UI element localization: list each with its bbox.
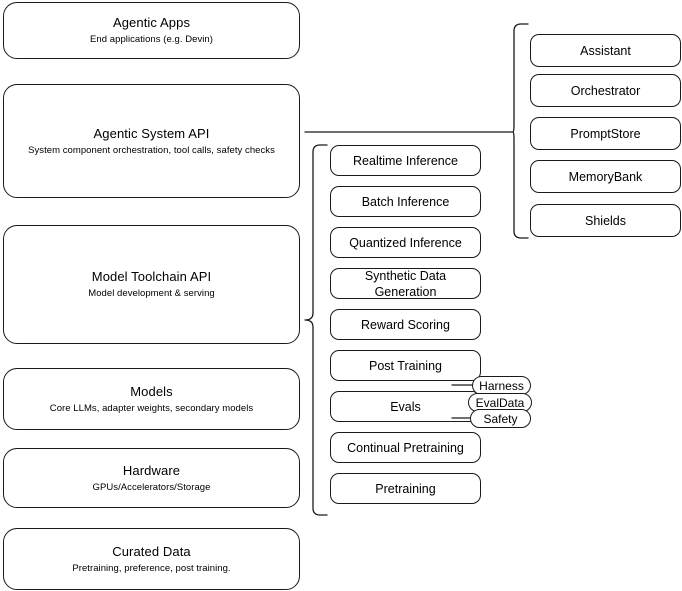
layer-card-models[interactable]: Models Core LLMs, adapter weights, secon… — [3, 368, 300, 430]
layer-card-model-toolchain-api[interactable]: Model Toolchain API Model development & … — [3, 225, 300, 344]
toolchain-chip-realtime-inference[interactable]: Realtime Inference — [330, 145, 481, 176]
evals-tag-safety[interactable]: Safety — [470, 409, 531, 428]
layer-card-agentic-apps[interactable]: Agentic Apps End applications (e.g. Devi… — [3, 2, 300, 59]
tag-label: Harness — [479, 378, 524, 393]
evals-tag-harness[interactable]: Harness — [472, 376, 531, 395]
tag-label: Safety — [483, 411, 518, 426]
system-components-brace — [512, 23, 529, 239]
layer-title: Hardware — [122, 462, 181, 478]
system-chip-shields[interactable]: Shields — [530, 204, 681, 237]
system-chip-assistant[interactable]: Assistant — [530, 34, 681, 67]
chip-label: MemoryBank — [568, 169, 643, 184]
chip-label: PromptStore — [570, 126, 641, 141]
system-chip-memorybank[interactable]: MemoryBank — [530, 160, 681, 193]
tag-label: EvalData — [475, 395, 525, 410]
chip-label: Orchestrator — [570, 83, 641, 98]
toolchain-chip-reward-scoring[interactable]: Reward Scoring — [330, 309, 481, 340]
system-chip-orchestrator[interactable]: Orchestrator — [530, 74, 681, 107]
toolchain-chip-quantized-inference[interactable]: Quantized Inference — [330, 227, 481, 258]
toolchain-chip-post-training[interactable]: Post Training — [330, 350, 481, 381]
toolchain-chip-continual-pretraining[interactable]: Continual Pretraining — [330, 432, 481, 463]
layer-card-hardware[interactable]: Hardware GPUs/Accelerators/Storage — [3, 448, 300, 508]
layer-subtitle: End applications (e.g. Devin) — [90, 34, 213, 45]
layer-title: Models — [130, 383, 173, 399]
toolchain-chip-synthetic-data-generation[interactable]: Synthetic Data Generation — [330, 268, 481, 299]
layer-title: Agentic System API — [93, 125, 210, 141]
chip-label: Realtime Inference — [353, 153, 458, 168]
layer-subtitle: Core LLMs, adapter weights, secondary mo… — [49, 402, 254, 414]
chip-label: Shields — [585, 213, 626, 228]
layer-card-curated-data[interactable]: Curated Data Pretraining, preference, po… — [3, 528, 300, 590]
chip-label: Quantized Inference — [349, 235, 462, 250]
layer-subtitle: Pretraining, preference, post training. — [72, 562, 231, 574]
chip-label: Continual Pretraining — [347, 440, 464, 455]
chip-label: Synthetic Data Generation — [364, 268, 447, 299]
layer-subtitle: System component orchestration, tool cal… — [28, 144, 275, 156]
evals-tag-evaldata[interactable]: EvalData — [468, 393, 532, 412]
chip-label: Batch Inference — [361, 194, 450, 209]
layer-subtitle: Model development & serving — [88, 288, 215, 299]
system-chip-promptstore[interactable]: PromptStore — [530, 117, 681, 150]
toolchain-chip-evals[interactable]: Evals — [330, 391, 481, 422]
toolchain-chip-batch-inference[interactable]: Batch Inference — [330, 186, 481, 217]
chip-label: Evals — [390, 399, 421, 414]
layer-title: Model Toolchain API — [91, 269, 212, 284]
layer-subtitle: GPUs/Accelerators/Storage — [92, 481, 211, 493]
chip-label: Pretraining — [375, 481, 436, 496]
layer-title: Curated Data — [112, 543, 191, 559]
chip-label: Reward Scoring — [361, 317, 450, 332]
toolchain-components-brace — [304, 144, 328, 516]
toolchain-chip-pretraining[interactable]: Pretraining — [330, 473, 481, 504]
chip-label: Post Training — [369, 358, 442, 373]
layer-card-agentic-system-api[interactable]: Agentic System API System component orch… — [3, 84, 300, 198]
layer-title: Agentic Apps — [112, 15, 191, 30]
chip-label: Assistant — [580, 43, 631, 58]
